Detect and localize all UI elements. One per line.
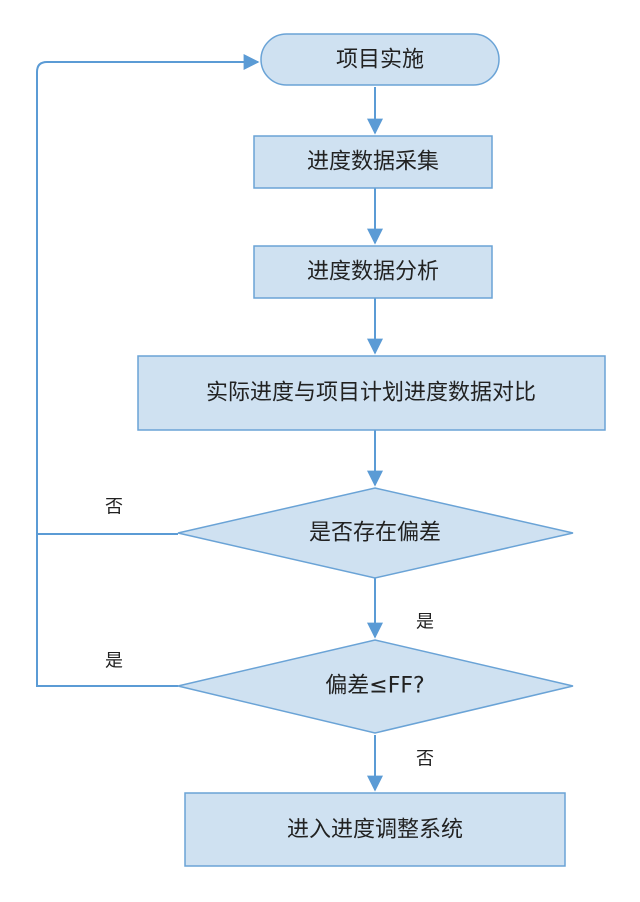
- node-deviation-decision: [177, 487, 574, 579]
- node-start: [260, 33, 500, 86]
- node-compare-label: 实际进度与项目计划进度数据对比: [206, 381, 536, 406]
- branch-label-threshold-yes: 是: [105, 651, 123, 672]
- node-compare: [137, 355, 606, 431]
- node-start-label: 项目实施: [336, 48, 424, 73]
- edge-threshold-yes-loop: [36, 534, 178, 687]
- node-threshold-label: 偏差≤FF?: [325, 674, 424, 699]
- edge-deviation-no-loop: [36, 54, 260, 535]
- node-deviation-label: 是否存在偏差: [309, 521, 441, 546]
- branch-label-threshold-no: 否: [416, 749, 434, 770]
- branch-label-deviation-no: 否: [105, 497, 123, 518]
- node-adjust-label: 进入进度调整系统: [287, 818, 463, 843]
- node-threshold-decision: [177, 639, 574, 734]
- branch-label-deviation-yes: 是: [416, 612, 434, 633]
- node-adjust: [184, 792, 566, 867]
- node-analyze: [253, 245, 493, 299]
- node-collect-label: 进度数据采集: [307, 150, 439, 175]
- node-analyze-label: 进度数据分析: [307, 260, 439, 285]
- node-collect: [253, 135, 493, 189]
